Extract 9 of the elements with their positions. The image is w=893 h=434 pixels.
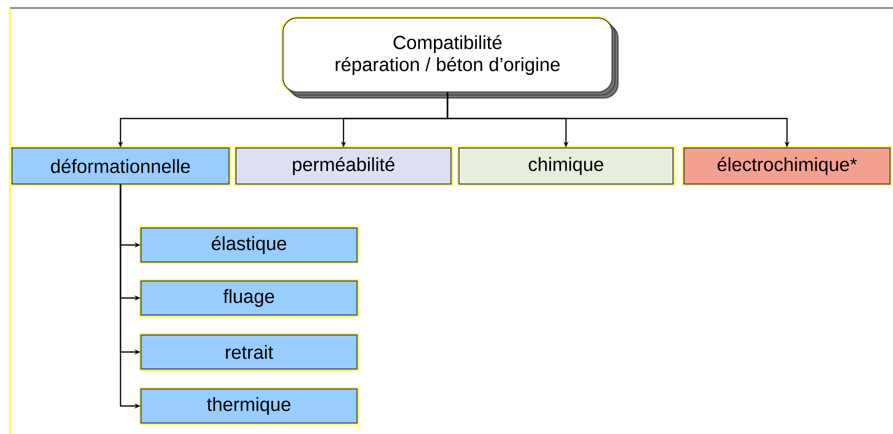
category-box: chimique <box>457 146 675 186</box>
subcategory-box: élastique <box>139 226 359 264</box>
category-box: électrochimique* <box>682 146 892 186</box>
category-box: déformationnelle <box>10 146 231 186</box>
title-box: Compatibilité réparation / béton d’origine <box>281 16 618 98</box>
subcategory-box: thermique <box>139 387 359 425</box>
subcategory-box: fluage <box>139 279 359 317</box>
subcategory-box: retrait <box>139 333 359 371</box>
category-box: perméabilité <box>234 146 453 186</box>
